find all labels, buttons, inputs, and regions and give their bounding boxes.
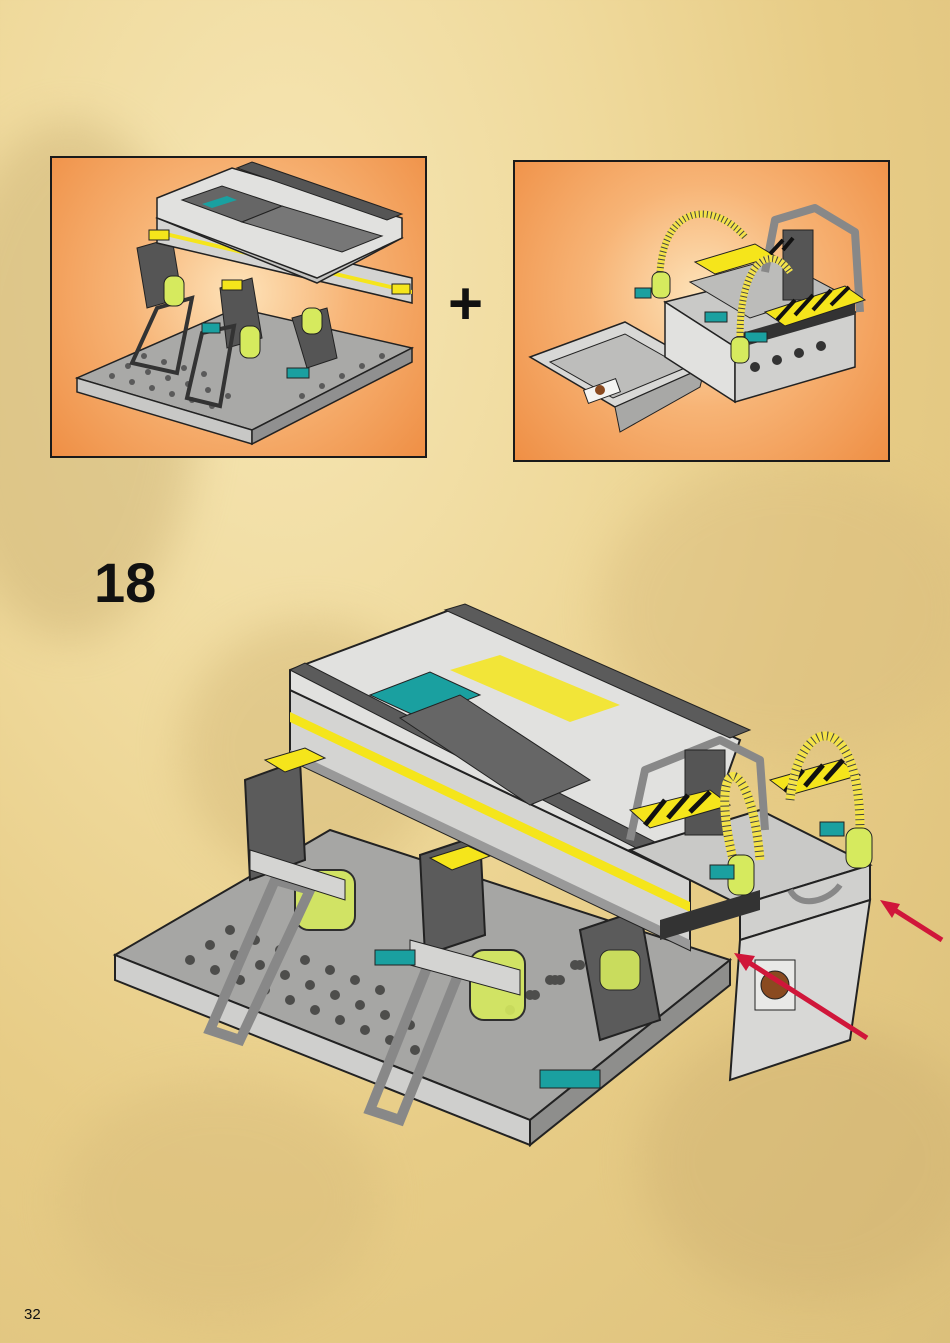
plus-sign: + — [448, 274, 483, 334]
placement-arrow-icon — [880, 900, 942, 940]
sub-assembly-b-illustration — [515, 162, 888, 460]
sub-assembly-panel-left — [50, 156, 427, 458]
page-number: 32 — [24, 1306, 41, 1323]
sub-assembly-a-illustration — [52, 158, 425, 456]
sub-assembly-panel-right — [513, 160, 890, 462]
main-model-illustration — [100, 600, 950, 1240]
